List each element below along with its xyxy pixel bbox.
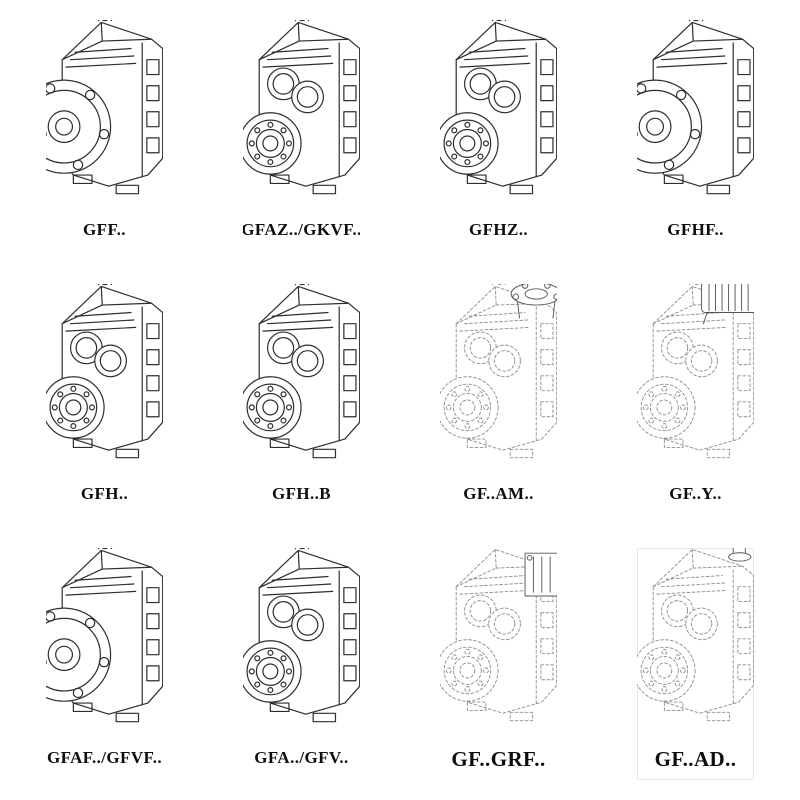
catalog-item-gff: GFF..: [46, 20, 163, 252]
model-label: GFH..B: [271, 484, 332, 503]
model-label: GFAZ../GKVF..: [243, 220, 360, 239]
model-label: GFHZ..: [468, 220, 529, 239]
model-label: GFF..: [83, 220, 126, 239]
gearbox-hollow-shaft-icon: [243, 20, 360, 216]
gearbox-iec-adapter-icon: [440, 284, 557, 480]
gearbox-input-adapter-icon: [637, 548, 754, 743]
gearbox-hollow-shaft-icon: [243, 284, 360, 480]
catalog-item-gfa-gfv: GFA../GFV..: [243, 548, 360, 780]
model-label: GFHF..: [667, 220, 724, 239]
model-label: GFA../GFV..: [254, 748, 349, 767]
gearbox-flange-output-icon: [46, 548, 163, 744]
catalog-item-gfh: GFH..: [46, 284, 163, 516]
model-label: GF..AM..: [463, 484, 534, 503]
catalog-item-gfh-b: GFH..B: [243, 284, 360, 516]
catalog-item-gf-am: GF..AM..: [440, 284, 557, 516]
gearbox-flange-output-icon: [46, 20, 163, 216]
catalog-item-gfaf-gfvf: GFAF../GFVF..: [46, 548, 163, 780]
catalog-item-gf-y: GF..Y..: [637, 284, 754, 516]
gearbox-hollow-shaft-icon: [46, 284, 163, 480]
gearbox-flange-output-icon: [637, 20, 754, 216]
model-label: GFH..: [80, 484, 129, 503]
catalog-item-gfhf: GFHF..: [637, 20, 754, 252]
gearbox-hollow-shaft-icon: [243, 548, 360, 744]
gearbox-with-motor-icon: [637, 284, 754, 480]
gearbox-hollow-shaft-icon: [440, 20, 557, 216]
model-label: GFAF../GFVF..: [46, 748, 163, 767]
catalog-item-gf-grf: GF..GRF..: [440, 548, 557, 780]
model-label: GF..GRF..: [451, 747, 546, 771]
catalog-item-gfhz: GFHZ..: [440, 20, 557, 252]
catalog-item-gf-ad: GF..AD..: [637, 548, 754, 780]
catalog-item-gfaz-gkvf: GFAZ../GKVF..: [243, 20, 360, 252]
model-label: GF..AD..: [654, 747, 737, 771]
gearbox-cover-icon: [440, 548, 557, 743]
model-label: GF..Y..: [669, 484, 722, 503]
